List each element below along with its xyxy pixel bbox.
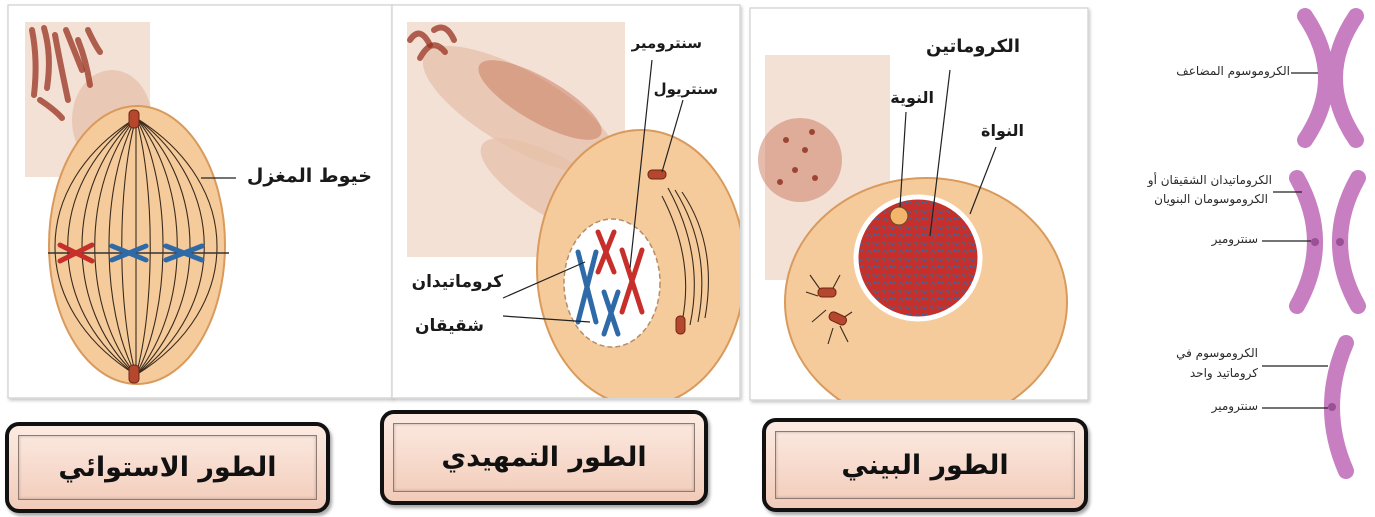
interphase-nucleus: [856, 197, 980, 319]
micrograph-dot: [809, 129, 815, 135]
centrosome-top: [129, 110, 139, 128]
metaphase-title: الطور الاستوائي: [58, 452, 276, 483]
chromatid: [1335, 16, 1356, 140]
metaphase-title-frame: الطور الاستوائي: [18, 435, 317, 500]
prophase-title-frame: الطور التمهيدي: [393, 423, 695, 492]
centromere-dot: [1328, 403, 1336, 411]
centriole-label: سنتريول: [648, 80, 718, 98]
interphase-title-frame: الطور البيني: [775, 431, 1075, 499]
centromere-label: سنترومير: [624, 34, 702, 52]
duplicated-chromosome: [1305, 16, 1356, 140]
chromosome-key: [1262, 16, 1358, 471]
single-chromatid-label-line1: الكروموسوم في: [1156, 346, 1258, 360]
micrograph-dot: [812, 175, 818, 181]
micrograph-nucleus: [758, 118, 842, 202]
micrograph-dot: [777, 179, 783, 185]
sister-chromatids: [1297, 178, 1358, 306]
sister-chromatids-key-label-line2: الكروموسومان البنويان: [1108, 192, 1268, 206]
sister-chromatids-centromere-label: سنترومير: [1196, 232, 1258, 246]
centriole: [676, 316, 685, 334]
centromere-dot: [1336, 238, 1344, 246]
centriole: [648, 170, 666, 179]
sister-chromatids-key-label-line1: الكروماتيدان الشقيقان أو: [1108, 173, 1272, 187]
chromatin-label: الكروماتين: [910, 36, 1020, 58]
nucleolus-label: النوية: [880, 88, 934, 107]
micrograph-dot: [802, 147, 808, 153]
interphase-nucleolus: [890, 207, 908, 225]
chromatid: [1305, 16, 1326, 140]
interphase-title: الطور البيني: [841, 450, 1008, 481]
spindle-fibers-label: خيوط المغزل: [232, 165, 372, 188]
centrosome-bottom: [129, 365, 139, 383]
duplicated-chromosome-label: الكروموسوم المضاعف: [1140, 64, 1290, 78]
nucleus-label: النواة: [966, 121, 1024, 140]
prophase-title-box: الطور التمهيدي: [380, 410, 708, 505]
single-chromatid-label-line2: كروماتيد واحد: [1156, 366, 1258, 380]
micrograph-dot: [783, 137, 789, 143]
interphase-panel: [750, 8, 1088, 426]
sister-chromatids-label-line2: شقيقان: [420, 316, 484, 336]
centriole: [818, 288, 836, 297]
metaphase-panel: [8, 5, 392, 398]
metaphase-title-box: الطور الاستوائي: [5, 422, 330, 513]
interphase-title-box: الطور البيني: [762, 418, 1088, 512]
prophase-title: الطور التمهيدي: [441, 442, 646, 473]
sister-chromatids-label-line1: كروماتيدان: [405, 272, 503, 292]
micrograph-chromosome-blob: [32, 30, 36, 95]
centromere-dot: [1311, 238, 1319, 246]
prophase-panel: [392, 5, 745, 406]
single-chromatid-centromere-label: سنترومير: [1196, 399, 1258, 413]
micrograph-dot: [792, 167, 798, 173]
